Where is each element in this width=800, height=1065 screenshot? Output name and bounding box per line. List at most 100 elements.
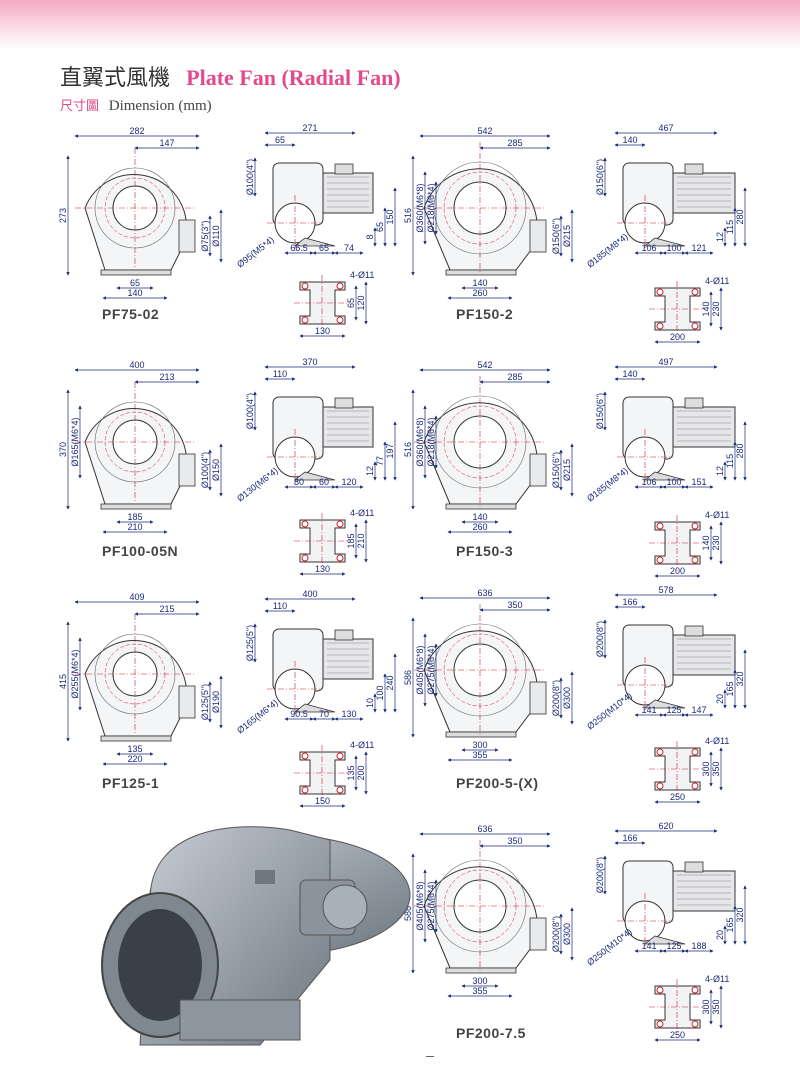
dim-height: 586 <box>403 906 413 921</box>
dim-side-width: 467 <box>658 123 673 133</box>
dim-base-length: 210 <box>356 533 366 548</box>
dim-height: 516 <box>403 442 413 457</box>
dim-half-width: 285 <box>507 372 522 382</box>
dim-base-length: 230 <box>711 301 721 316</box>
dim-side-width: 271 <box>302 123 317 133</box>
dim-width: 542 <box>477 360 492 370</box>
model-label-pf75-02: PF75-02 <box>102 306 160 322</box>
dim-base-hole-pitch: 135 <box>346 765 356 780</box>
dim-foot-2: 65 <box>319 243 329 253</box>
dim-foot-1: 106 <box>641 243 656 253</box>
dim-outlet-flange: Ø215 <box>562 459 572 481</box>
dim-foot-2: 60 <box>319 477 329 487</box>
dim-base-inner: 135 <box>127 744 142 754</box>
dim-base-outer: 260 <box>472 522 487 532</box>
dim-outlet-flange: Ø300 <box>562 923 572 945</box>
dim-inlet-offset: 65 <box>275 135 285 145</box>
dim-inlet-offset: 110 <box>273 369 287 379</box>
dim-half-width: 350 <box>507 836 522 846</box>
dim-base-width: 130 <box>315 564 330 574</box>
model-label-pf100-05n: PF100-05N <box>102 543 179 559</box>
dim-shaft-height: 165 <box>725 917 735 932</box>
dim-base-outer: 210 <box>127 522 142 532</box>
dim-base-hole-pitch: 185 <box>346 533 356 548</box>
dim-shaft-height: 165 <box>725 681 735 696</box>
dim-base-inner: 140 <box>472 512 487 522</box>
dim-bolt-circle-inner: Ø218(M6*4) <box>426 183 436 232</box>
dim-foot-2: 100 <box>666 477 681 487</box>
dim-side-width: 370 <box>302 357 317 367</box>
dim-base-holes: 4-Ø11 <box>705 736 729 746</box>
dim-outlet-flange: Ø215 <box>562 225 572 247</box>
dim-inlet-diameter: Ø125(5") <box>245 625 255 661</box>
dim-outlet-flange: Ø300 <box>562 687 572 709</box>
dim-inlet-bolt: Ø250(M10*4) <box>585 926 634 967</box>
dim-inlet-diameter: Ø100(4") <box>245 159 255 195</box>
dim-inlet-offset: 166 <box>622 597 637 607</box>
dim-bolt-circle-outer: Ø255(M6*4) <box>70 649 80 698</box>
dim-base-inner: 300 <box>472 976 487 986</box>
dim-base-inner: 65 <box>130 278 140 288</box>
dim-shaft-height: 77 <box>375 456 385 466</box>
page-subtitle: 尺寸圖 Dimension (mm) <box>60 95 212 115</box>
dim-total-height: 240 <box>385 675 395 690</box>
dim-inlet-diameter: Ø150(6") <box>595 159 605 195</box>
dim-base-holes: 4-Ø11 <box>705 974 729 984</box>
dim-total-height: 320 <box>735 907 745 922</box>
dim-base-holes: 4-Ø11 <box>350 270 374 280</box>
dim-total-height: 280 <box>735 209 745 224</box>
dim-foot-2: 100 <box>666 243 681 253</box>
dim-base-width: 200 <box>670 566 685 576</box>
dim-inlet-bolt: Ø250(M10*4) <box>585 690 634 731</box>
dim-inlet-bolt: Ø185(M8*4) <box>585 232 630 270</box>
dim-bolt-circle-inner: Ø275(M6*4) <box>426 881 436 930</box>
dim-half-width: 147 <box>159 138 174 148</box>
dim-foot-1: 106 <box>641 477 656 487</box>
dim-base-width: 250 <box>670 1030 685 1040</box>
dim-inlet-offset: 166 <box>622 833 637 843</box>
model-label-pf150-3: PF150-3 <box>456 543 514 559</box>
dim-width: 542 <box>477 126 492 136</box>
dim-shaft-height: 100 <box>375 685 385 700</box>
dim-base-hole-pitch: 140 <box>701 301 711 316</box>
dim-base-length: 230 <box>711 535 721 550</box>
dim-width: 636 <box>477 588 492 598</box>
dim-outlet-diameter: Ø100(4") <box>200 452 210 488</box>
dim-inlet-bolt: Ø130(M6*4) <box>235 466 280 504</box>
dim-base-outer: 355 <box>472 986 487 996</box>
dim-foot-height: 12 <box>715 232 725 242</box>
drawing-pf75-02: 282147273Ø75(3")Ø1106514027165Ø100(4")Ø9… <box>58 123 397 338</box>
dim-foot-3: 188 <box>691 941 706 951</box>
dim-inlet-diameter: Ø200(8") <box>595 857 605 893</box>
page-subtitle-en: Dimension (mm) <box>108 98 212 114</box>
dim-base-outer: 140 <box>127 288 142 298</box>
dim-total-height: 150 <box>385 209 395 224</box>
dim-foot-height: 20 <box>715 930 725 940</box>
dim-inlet-bolt: Ø95(M5*4) <box>235 235 276 270</box>
dim-foot-height: 8 <box>365 234 375 239</box>
dim-side-width: 497 <box>658 357 673 367</box>
dim-foot-2: 125 <box>666 941 681 951</box>
dim-base-holes: 4-Ø11 <box>350 740 374 750</box>
dim-outlet-diameter: Ø150(6") <box>551 218 561 254</box>
dim-inlet-offset: 140 <box>622 369 637 379</box>
model-label-pf200-5-x: PF200-5-(X) <box>456 775 539 791</box>
dim-base-outer: 220 <box>127 754 142 764</box>
dim-inlet-bolt: Ø185(M8*4) <box>585 466 630 504</box>
dim-base-length: 350 <box>711 761 721 776</box>
dim-outlet-flange: Ø150 <box>211 459 221 481</box>
dim-shaft-height: 115 <box>725 454 735 468</box>
model-label-pf200-7-5: PF200-7.5 <box>456 1025 526 1041</box>
dim-foot-height: 12 <box>715 466 725 476</box>
